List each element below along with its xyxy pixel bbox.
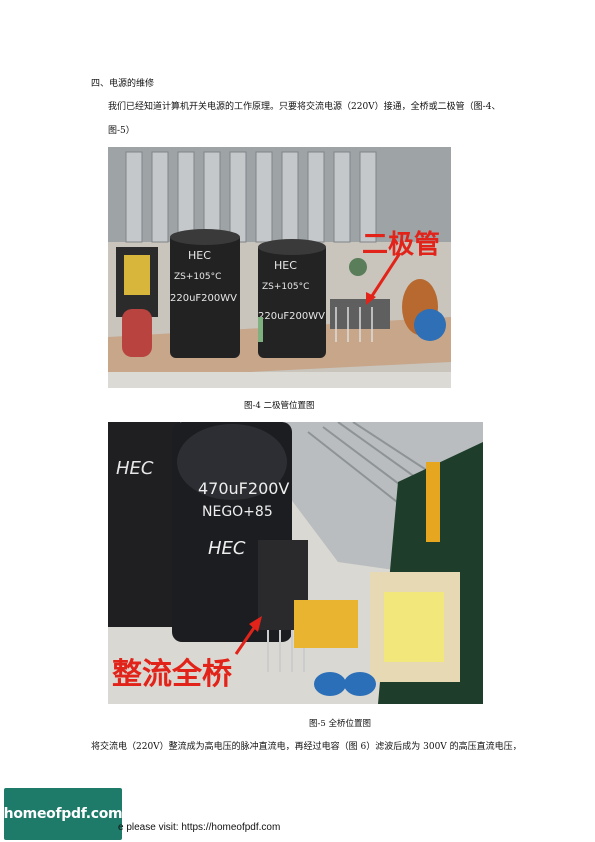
fig4-cap2-brand: HEC	[274, 259, 297, 272]
figure-4-photo: HEC ZS+105°C 220uF200WV HEC ZS+105°C 220…	[108, 147, 451, 388]
fig5-cap1-brand: HEC	[116, 458, 154, 479]
fig4-annotation: 二极管	[362, 230, 440, 260]
figure-4-caption: 图-4 二极管位置图	[244, 401, 315, 411]
paragraph-1-line-1: 我们已经知道计算机开关电源的工作原理。只要将交流电源（220V）接通，全桥或二极…	[108, 102, 501, 112]
footer-visit-link[interactable]: e please visit: https://homeofpdf.com	[118, 822, 281, 833]
fig5-cap-rating2: NEGO+85	[202, 504, 273, 520]
fig4-cap1-rating: ZS+105°C	[174, 272, 221, 282]
figure-5-caption: 图-5 全桥位置图	[309, 719, 371, 729]
paragraph-2: 将交流电（220V）整流成为高电压的脉冲直流电，再经过电容（图 6）滤波后成为 …	[91, 742, 522, 752]
fig4-cap2-rating: ZS+105°C	[262, 282, 309, 292]
fig4-cap1-brand: HEC	[188, 249, 211, 262]
fig4-cap1-value: 220uF200WV	[170, 293, 237, 304]
section-heading: 四、电源的维修	[91, 79, 155, 89]
fig5-cap-rating: 470uF200V	[198, 479, 289, 498]
figure-5-photo: HEC 470uF200V NEGO+85 HEC 整流全桥	[108, 422, 483, 704]
paragraph-1-line-2: 图-5）	[108, 126, 135, 136]
fig5-annotation: 整流全桥	[112, 657, 232, 692]
logo-text: homeofpdf.com	[3, 806, 123, 822]
fig4-cap2-value: 220uF200WV	[258, 311, 325, 322]
homeofpdf-logo[interactable]: homeofpdf.com	[3, 788, 123, 840]
fig5-cap2-brand: HEC	[208, 538, 246, 559]
